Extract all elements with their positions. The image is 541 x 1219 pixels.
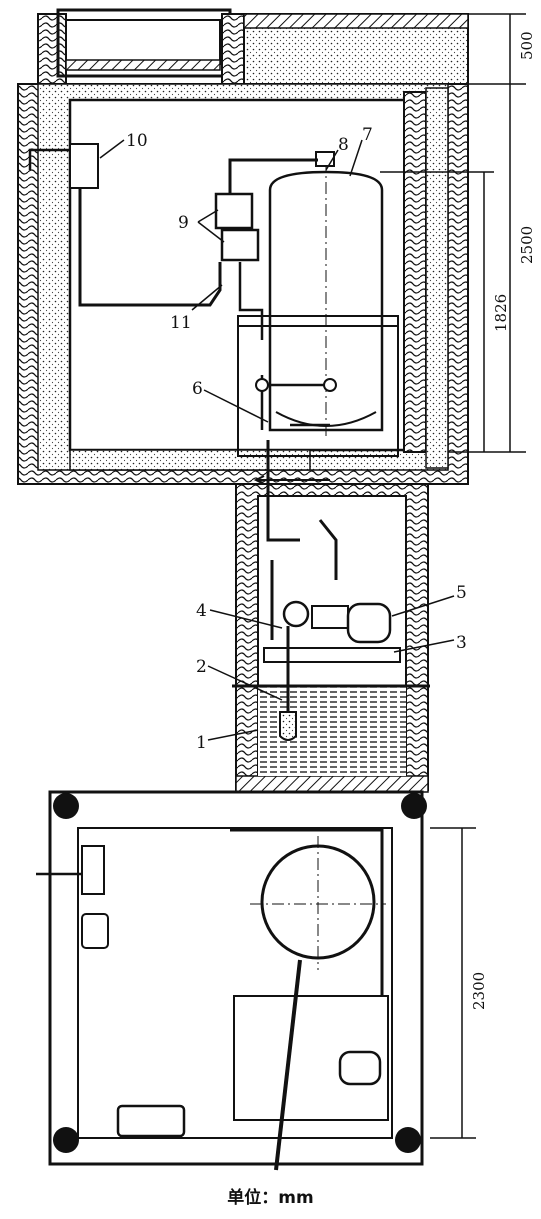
plan-drain [116, 1104, 186, 1138]
control-box-10 [69, 143, 99, 189]
control-cable [78, 156, 222, 307]
outlet-arrow [253, 475, 330, 485]
label-7: 7 [362, 125, 373, 145]
plan-suction [274, 959, 302, 1171]
label-11: 11 [170, 313, 192, 333]
pump-4 [282, 600, 310, 628]
plan-control-box [81, 845, 105, 895]
chamber-floor [69, 449, 311, 471]
plan-view [36, 790, 427, 1171]
leader-lines [99, 139, 455, 741]
plan-corner-bl [53, 1127, 79, 1153]
plan-switch [81, 913, 109, 949]
tank-stand [237, 315, 399, 457]
plan-motor [338, 1050, 382, 1086]
switch-line [238, 262, 264, 340]
valve-6b [323, 378, 337, 392]
label-3: 3 [456, 633, 467, 653]
tank-top-pipe [228, 158, 318, 195]
pressure-switch-9b [220, 228, 260, 262]
motor-5 [346, 602, 392, 644]
pump-base-3 [263, 647, 401, 663]
safety-valve-8 [315, 151, 335, 167]
right-wall-wood [403, 91, 427, 453]
label-8: 8 [338, 135, 349, 155]
valve-6a [255, 378, 269, 392]
dim-2500: 2500 [518, 226, 536, 264]
label-1: 1 [196, 733, 207, 753]
top-slab-cap [243, 13, 469, 29]
label-6: 6 [192, 379, 203, 399]
label-9: 9 [178, 213, 189, 233]
tank-outlet-pipe [266, 440, 338, 580]
foot-valve-2 [279, 711, 297, 741]
label-5: 5 [456, 583, 467, 603]
dim-500: 500 [518, 31, 536, 60]
dimension-lines [380, 13, 526, 1139]
plan-corner-br [395, 1127, 421, 1153]
plan-corner-tr [401, 793, 427, 819]
dim-2300: 2300 [470, 972, 488, 1010]
coupling [311, 605, 349, 629]
section-view [17, 8, 469, 793]
top-slab-left [37, 13, 67, 85]
control-box-conduit [28, 148, 70, 170]
dim-1826: 1826 [492, 294, 510, 332]
label-4: 4 [196, 601, 207, 621]
manhole-frame-bottom [65, 59, 221, 71]
plan-corner-tl [53, 793, 79, 819]
manhole-cover [65, 19, 221, 65]
label-2: 2 [196, 657, 207, 677]
label-10: 10 [126, 131, 148, 151]
top-slab-right-wood [221, 13, 245, 85]
pit-floor [235, 775, 429, 793]
pressure-switch-9a [214, 192, 254, 230]
right-wall-soil [425, 87, 449, 469]
unit-note: 单位：mm [227, 1188, 314, 1208]
